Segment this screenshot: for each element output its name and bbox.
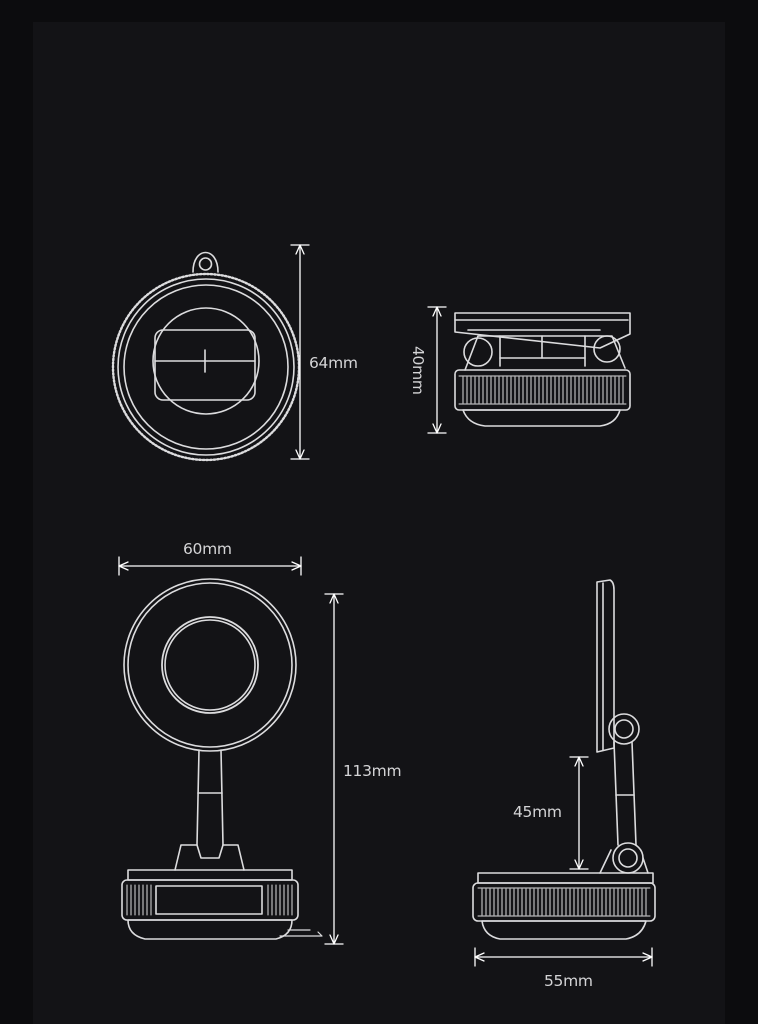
hanging-loop-hole — [198, 257, 213, 271]
dimension-40mm — [427, 306, 447, 434]
lower-pivot — [612, 842, 644, 874]
hinge-pivot-left — [463, 337, 493, 367]
label-60mm: 60mm — [183, 540, 232, 558]
label-45mm: 45mm — [513, 803, 562, 821]
knurl-ridges — [462, 376, 624, 404]
body-face — [123, 284, 289, 450]
base-knurl — [126, 884, 293, 916]
magnet-disc-outer — [123, 578, 297, 752]
knurled-ring-outer — [111, 272, 301, 462]
side-base-top — [477, 872, 654, 884]
base-panel — [155, 885, 263, 915]
side-base-body — [472, 882, 656, 922]
side-view-folded — [454, 312, 631, 427]
dimension-60mm — [118, 556, 302, 576]
diagram-panel — [33, 22, 725, 1024]
arm — [196, 749, 224, 846]
hinge-body — [464, 335, 626, 371]
dimension-45mm — [569, 756, 589, 870]
side-view-unfolded — [472, 579, 656, 940]
knob-circle — [152, 307, 260, 415]
label-64mm: 64mm — [309, 354, 358, 372]
side-base-knurl — [481, 888, 647, 916]
front-view-folded — [111, 251, 301, 462]
dimension-55mm — [474, 947, 653, 967]
magnet-plate — [596, 579, 615, 753]
knurled-ring-inner — [117, 278, 295, 456]
label-113mm: 113mm — [343, 762, 402, 780]
upper-pivot — [608, 713, 640, 745]
top-plate — [454, 312, 631, 349]
front-view-unfolded — [121, 578, 323, 940]
side-arm — [613, 741, 637, 846]
hinge-pivot-right — [593, 335, 621, 363]
upper-pivot-inner — [614, 719, 634, 739]
label-40mm: 40mm — [409, 346, 427, 395]
magnet-ring-outer — [161, 616, 259, 714]
hinge-clamp — [174, 844, 245, 871]
side-suction — [481, 920, 647, 940]
dimension-113mm — [324, 593, 344, 945]
knob-grip — [154, 329, 256, 401]
dimension-64mm — [290, 244, 310, 460]
magnet-disc-rim — [127, 582, 293, 748]
magnet-ring-inner — [164, 619, 256, 711]
label-55mm: 55mm — [544, 972, 593, 990]
base-suction — [127, 919, 293, 940]
base-top — [127, 869, 293, 881]
pivot-bracket — [599, 849, 649, 874]
hanging-loop — [192, 251, 219, 273]
release-tab — [279, 929, 323, 937]
lower-pivot-inner — [618, 848, 638, 868]
suction-pad — [462, 409, 621, 427]
